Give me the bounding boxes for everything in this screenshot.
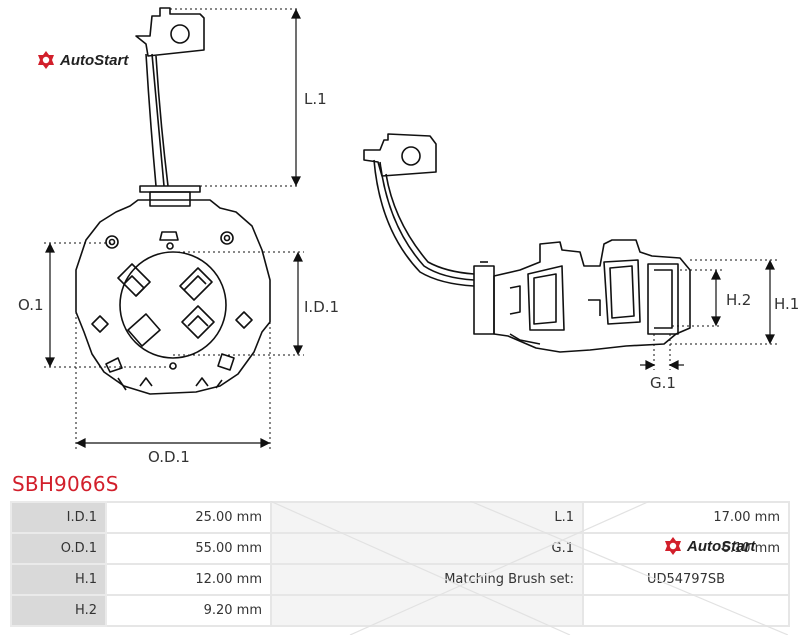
autostart-logo-icon [38,51,54,69]
label-l1: L.1 [304,90,327,108]
spec-label: O.D.1 [10,532,107,565]
label-id1: I.D.1 [304,298,339,316]
spec-value: 17.00 mm [582,501,790,534]
spec-label: H.2 [10,594,107,627]
label-h1: H.1 [774,295,799,313]
spec-label: L.1 [270,501,584,534]
label-h2: H.2 [726,291,751,309]
brand-logo-watermark: AutoStart [663,536,755,556]
spec-table: I.D.1 25.00 mm L.1 17.00 mm O.D.1 55.00 … [10,501,790,627]
spec-value: 25.00 mm [105,501,272,534]
part-number: SBH9066S [12,472,119,496]
autostart-logo-icon [665,537,681,555]
table-row: H.2 9.20 mm [10,594,790,627]
spec-label: Matching Brush set: [270,563,584,596]
spec-value: 9.20 mm [105,594,272,627]
spec-label: I.D.1 [10,501,107,534]
technical-drawing: L.1 O.1 I.D.1 O.D.1 [18,7,799,466]
spec-label: H.1 [10,563,107,596]
brand-name: AutoStart [687,537,756,555]
spec-value [582,594,790,627]
spec-label [270,594,584,627]
label-od1-bottom: O.D.1 [148,448,190,466]
spec-label: G.1 [270,532,584,565]
table-row: H.1 12.00 mm Matching Brush set: UD54797… [10,563,790,596]
table-row: I.D.1 25.00 mm L.1 17.00 mm [10,501,790,534]
label-od1-side: O.1 [18,296,44,314]
brand-logo: AutoStart [36,50,128,70]
spec-value: 12.00 mm [105,563,272,596]
spec-value: UD54797SB [582,563,790,596]
label-g1: G.1 [650,374,676,392]
spec-value: 55.00 mm [105,532,272,565]
brand-name: AutoStart [60,51,129,69]
